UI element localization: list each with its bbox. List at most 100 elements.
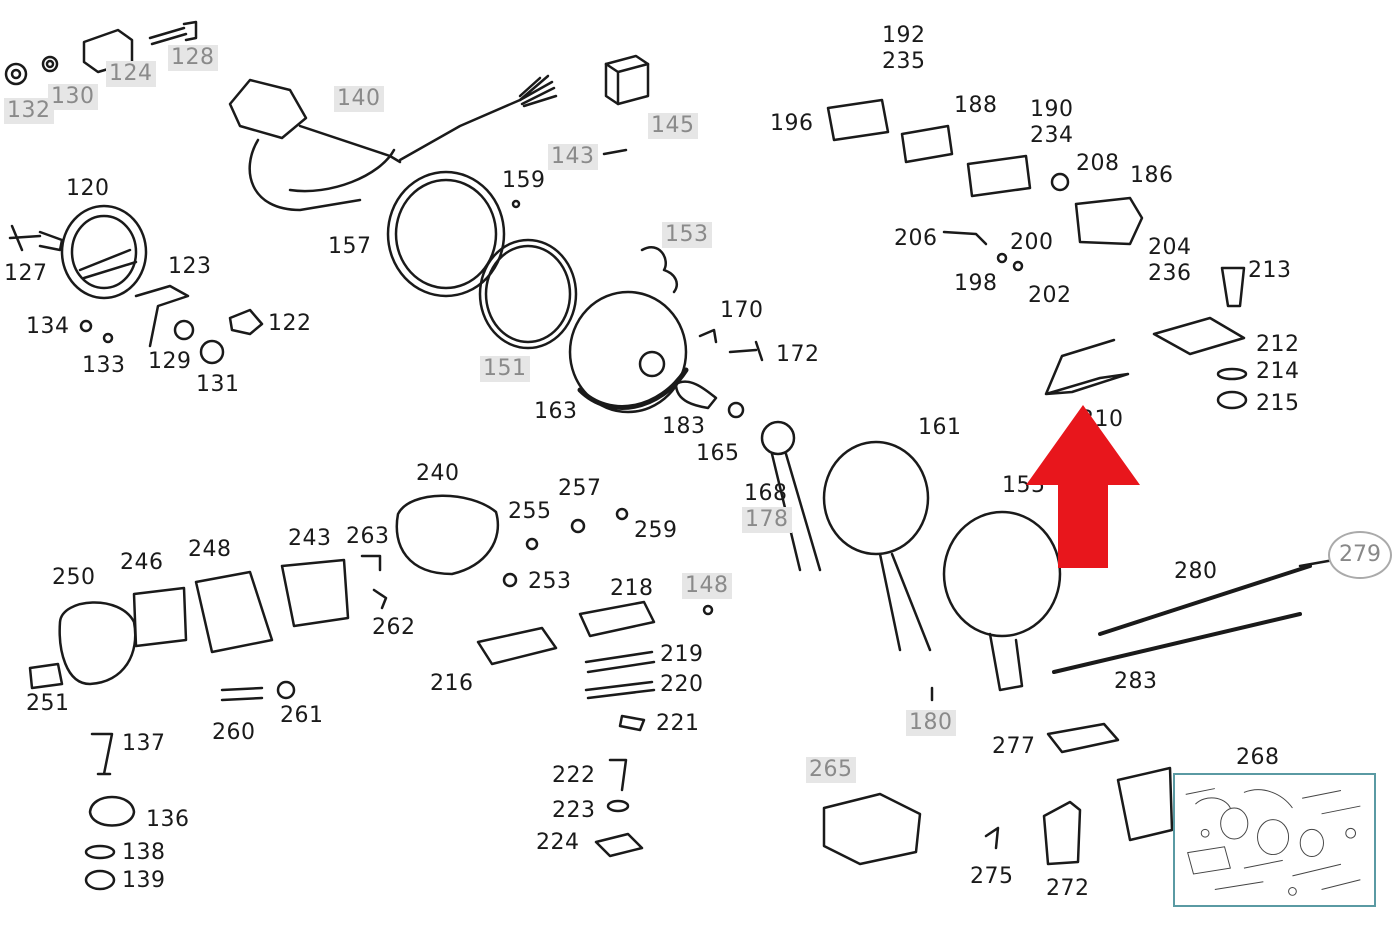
label-212[interactable]: 212 xyxy=(1256,332,1300,357)
label-170[interactable]: 170 xyxy=(720,298,764,323)
label-124[interactable]: 124 xyxy=(106,61,156,87)
nut-261 xyxy=(276,680,296,700)
label-180[interactable]: 180 xyxy=(906,710,956,736)
bulb-263 xyxy=(360,554,382,572)
label-223[interactable]: 223 xyxy=(552,798,596,823)
label-134[interactable]: 134 xyxy=(26,314,70,339)
label-123[interactable]: 123 xyxy=(168,254,212,279)
label-198[interactable]: 198 xyxy=(954,271,998,296)
label-196[interactable]: 196 xyxy=(770,111,814,136)
label-224[interactable]: 224 xyxy=(536,830,580,855)
label-172[interactable]: 172 xyxy=(776,342,820,367)
label-159[interactable]: 159 xyxy=(502,168,546,193)
label-220[interactable]: 220 xyxy=(660,672,704,697)
label-280[interactable]: 280 xyxy=(1174,559,1218,584)
lamp-155 xyxy=(942,510,1062,692)
label-250[interactable]: 250 xyxy=(52,565,96,590)
label-143[interactable]: 143 xyxy=(548,144,598,170)
label-265[interactable]: 265 xyxy=(806,757,856,783)
label-259[interactable]: 259 xyxy=(634,518,678,543)
label-268[interactable]: 268 xyxy=(1236,745,1280,770)
label-131[interactable]: 131 xyxy=(196,372,240,397)
label-248[interactable]: 248 xyxy=(188,537,232,562)
label-219[interactable]: 219 xyxy=(660,642,704,667)
label-204[interactable]: 204 xyxy=(1148,235,1192,260)
label-137[interactable]: 137 xyxy=(122,731,166,756)
label-145[interactable]: 145 xyxy=(648,113,698,139)
label-151[interactable]: 151 xyxy=(480,356,530,382)
screw-159 xyxy=(511,199,521,209)
label-277[interactable]: 277 xyxy=(992,734,1036,759)
label-130[interactable]: 130 xyxy=(48,84,98,110)
label-127[interactable]: 127 xyxy=(4,261,48,286)
strip-219 xyxy=(584,650,656,674)
label-283[interactable]: 283 xyxy=(1114,669,1158,694)
label-246[interactable]: 246 xyxy=(120,550,164,575)
label-215[interactable]: 215 xyxy=(1256,391,1300,416)
part-170 xyxy=(698,328,718,344)
label-216[interactable]: 216 xyxy=(430,671,474,696)
label-260[interactable]: 260 xyxy=(212,720,256,745)
label-222[interactable]: 222 xyxy=(552,763,596,788)
clip-275 xyxy=(984,826,1000,850)
label-236[interactable]: 236 xyxy=(1148,261,1192,286)
connector-145 xyxy=(604,54,650,106)
nut-255 xyxy=(525,537,539,551)
label-255[interactable]: 255 xyxy=(508,499,552,524)
label-120[interactable]: 120 xyxy=(66,176,110,201)
socket-168 xyxy=(760,420,822,572)
label-132[interactable]: 132 xyxy=(4,98,54,124)
clip-224 xyxy=(594,832,644,858)
label-168[interactable]: 168 xyxy=(744,481,788,506)
bracket-210 xyxy=(1044,338,1130,396)
label-192[interactable]: 192 xyxy=(882,23,926,48)
lamp-120 xyxy=(60,204,148,300)
label-139[interactable]: 139 xyxy=(122,868,166,893)
label-129[interactable]: 129 xyxy=(148,349,192,374)
label-190[interactable]: 190 xyxy=(1030,97,1074,122)
label-214[interactable]: 214 xyxy=(1256,359,1300,384)
label-235[interactable]: 235 xyxy=(882,49,926,74)
label-218[interactable]: 218 xyxy=(610,576,654,601)
label-243[interactable]: 243 xyxy=(288,526,332,551)
label-157[interactable]: 157 xyxy=(328,234,372,259)
label-206[interactable]: 206 xyxy=(894,226,938,251)
label-140[interactable]: 140 xyxy=(334,86,384,112)
label-253[interactable]: 253 xyxy=(528,569,572,594)
label-221[interactable]: 221 xyxy=(656,711,700,736)
label-263[interactable]: 263 xyxy=(346,524,390,549)
label-234[interactable]: 234 xyxy=(1030,123,1074,148)
fusebox-216 xyxy=(476,626,558,666)
wiper-blade-283 xyxy=(1052,612,1302,674)
label-202[interactable]: 202 xyxy=(1028,283,1072,308)
label-136[interactable]: 136 xyxy=(146,807,190,832)
label-153[interactable]: 153 xyxy=(662,222,712,248)
label-188[interactable]: 188 xyxy=(954,93,998,118)
label-183[interactable]: 183 xyxy=(662,414,706,439)
label-275[interactable]: 275 xyxy=(970,864,1014,889)
gasket-243 xyxy=(280,558,350,628)
label-178[interactable]: 178 xyxy=(742,507,792,533)
label-165[interactable]: 165 xyxy=(696,441,740,466)
label-213[interactable]: 213 xyxy=(1248,258,1292,283)
label-138[interactable]: 138 xyxy=(122,840,166,865)
label-200[interactable]: 200 xyxy=(1010,230,1054,255)
label-148[interactable]: 148 xyxy=(682,573,732,599)
label-262[interactable]: 262 xyxy=(372,615,416,640)
label-257[interactable]: 257 xyxy=(558,476,602,501)
callout-279[interactable]: 279 xyxy=(1328,531,1392,579)
nut-215 xyxy=(1216,390,1248,410)
label-240[interactable]: 240 xyxy=(416,461,460,486)
screw-251 xyxy=(28,662,64,690)
label-163[interactable]: 163 xyxy=(534,399,578,424)
label-128[interactable]: 128 xyxy=(168,45,218,71)
overview-thumbnail[interactable] xyxy=(1173,773,1376,907)
label-122[interactable]: 122 xyxy=(268,311,312,336)
label-161[interactable]: 161 xyxy=(918,415,962,440)
label-261[interactable]: 261 xyxy=(280,703,324,728)
label-251[interactable]: 251 xyxy=(26,691,70,716)
label-186[interactable]: 186 xyxy=(1130,163,1174,188)
label-133[interactable]: 133 xyxy=(82,353,126,378)
label-272[interactable]: 272 xyxy=(1046,876,1090,901)
label-208[interactable]: 208 xyxy=(1076,151,1120,176)
